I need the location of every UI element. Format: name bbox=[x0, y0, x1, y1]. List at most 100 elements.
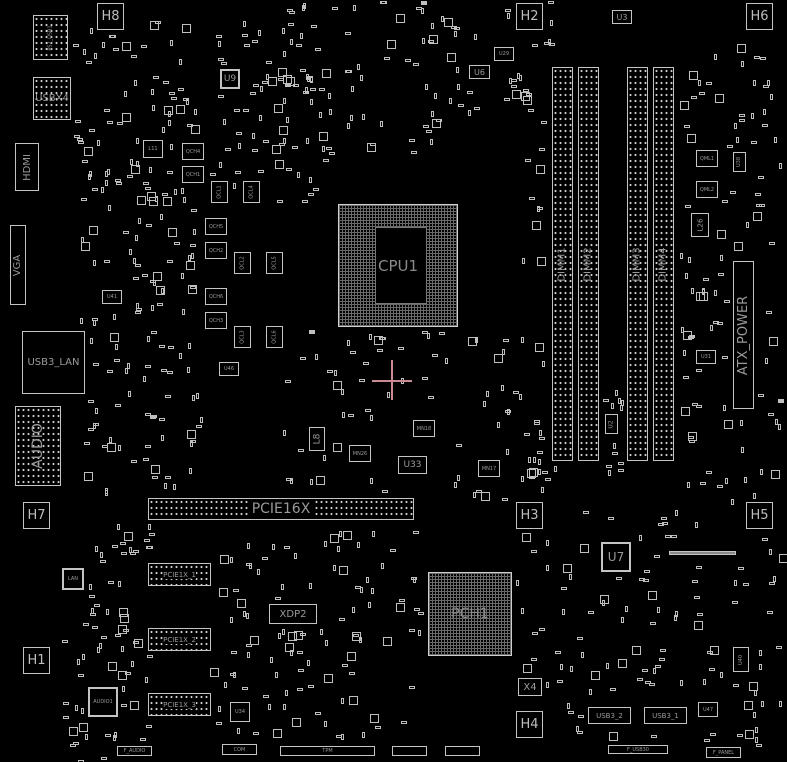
chip-u2[interactable]: U2 bbox=[605, 414, 618, 434]
smd-pad bbox=[95, 546, 98, 552]
smd-pad bbox=[681, 407, 690, 416]
chip-u31[interactable]: U31 bbox=[696, 350, 716, 364]
hole-h8[interactable]: H8 bbox=[97, 3, 124, 30]
smd-pad bbox=[136, 138, 139, 144]
cursor-crosshair-vertical bbox=[391, 360, 393, 400]
chipset-pch1[interactable]: PCH1 bbox=[428, 572, 512, 656]
chip-u38[interactable]: U38 bbox=[733, 152, 746, 172]
chip-u6[interactable]: U6 bbox=[469, 65, 490, 79]
mosfet-qcl4[interactable]: QCL4 bbox=[243, 181, 260, 203]
dimm-slot-2[interactable]: DIMM2 bbox=[578, 67, 599, 461]
mosfet-qcl6[interactable]: QCL6 bbox=[266, 326, 283, 348]
chip-u3[interactable]: U3 bbox=[612, 10, 632, 24]
chip-mn18[interactable]: MN18 bbox=[413, 420, 435, 437]
chip-u29[interactable]: U29 bbox=[494, 47, 514, 61]
header-f-audio[interactable]: F_AUDIO bbox=[117, 746, 152, 756]
hole-h3[interactable]: H3 bbox=[516, 502, 543, 529]
slot-pcie1x-1[interactable]: PCIE1X_1 bbox=[148, 563, 211, 586]
smd-pad bbox=[330, 534, 339, 543]
hole-h1[interactable]: H1 bbox=[23, 647, 50, 674]
smd-pad bbox=[310, 99, 313, 105]
chip-u40[interactable]: U40 bbox=[733, 647, 749, 672]
connector-audio[interactable]: AUDIO bbox=[15, 406, 61, 486]
mosfet-qcl1[interactable]: QCL1 bbox=[211, 181, 228, 203]
dimm-slot-1[interactable]: DIMM1 bbox=[552, 67, 573, 461]
chip-u46[interactable]: U46 bbox=[219, 362, 239, 376]
smd-pad bbox=[362, 732, 365, 738]
mosfet-qml2[interactable]: QML2 bbox=[696, 181, 718, 198]
smd-pad bbox=[151, 89, 154, 95]
header-unlabeled-2[interactable] bbox=[445, 746, 480, 756]
chip-u47[interactable]: U47 bbox=[698, 702, 718, 717]
mosfet-qch3[interactable]: QCH3 bbox=[205, 312, 227, 329]
chip-mn17[interactable]: MN17 bbox=[478, 460, 500, 477]
smd-pad bbox=[287, 9, 293, 12]
dimm-slot-3[interactable]: DIMM3 bbox=[627, 67, 648, 461]
smd-pad bbox=[92, 626, 98, 629]
smd-pad bbox=[322, 146, 325, 152]
header-tpm[interactable]: TPM bbox=[280, 746, 375, 756]
smd-pad bbox=[315, 48, 321, 51]
mosfet-qch6[interactable]: QCH6 bbox=[205, 288, 227, 305]
header-f-usb30[interactable]: F_USB30 bbox=[608, 745, 668, 754]
label: F_USB30 bbox=[626, 746, 649, 753]
mosfet-qch1[interactable]: QCH1 bbox=[182, 166, 204, 183]
hole-h7[interactable]: H7 bbox=[23, 502, 50, 529]
cpu-socket-cpu1[interactable]: CPU1 bbox=[338, 204, 458, 327]
slot-pcie16x[interactable]: PCIE16X bbox=[148, 498, 414, 520]
mosfet-qcl3[interactable]: QCL3 bbox=[234, 326, 251, 348]
chip-u33[interactable]: U33 bbox=[398, 456, 427, 474]
smd-pad bbox=[149, 167, 152, 173]
smd-pad bbox=[758, 394, 764, 397]
dimm-slot-4[interactable]: DIMM4 bbox=[653, 67, 674, 461]
chip-u7[interactable]: U7 bbox=[601, 542, 631, 572]
hole-h5[interactable]: H5 bbox=[746, 502, 773, 529]
crystal-x4[interactable]: X4 bbox=[518, 678, 542, 696]
smd-pad bbox=[145, 413, 151, 416]
hole-h6[interactable]: H6 bbox=[746, 3, 773, 30]
connector-usbx4[interactable]: USBX4 bbox=[33, 77, 71, 120]
header-com[interactable]: COM bbox=[222, 744, 257, 755]
chip-u9[interactable]: U9 bbox=[220, 69, 240, 89]
slot-pcie1x-3[interactable]: PCIE1X_3 bbox=[148, 693, 211, 716]
chip-u41[interactable]: U41 bbox=[102, 290, 122, 304]
hole-h2[interactable]: H2 bbox=[516, 3, 543, 30]
mosfet-qcl2[interactable]: QCL2 bbox=[234, 252, 251, 274]
smd-pad bbox=[297, 651, 303, 654]
smd-pad bbox=[696, 369, 702, 372]
header-usb3-1[interactable]: USB3_1 bbox=[644, 707, 687, 724]
header-unlabeled-1[interactable] bbox=[392, 746, 427, 756]
inductor-l26[interactable]: L26 bbox=[691, 213, 709, 237]
smd-pad bbox=[174, 189, 177, 195]
mosfet-qcl5[interactable]: QCL5 bbox=[266, 252, 283, 274]
smd-pad bbox=[193, 229, 196, 235]
smd-pad bbox=[699, 92, 705, 95]
chip-lan[interactable]: LAN bbox=[62, 568, 84, 590]
connector-hdmi[interactable]: HDMI bbox=[15, 143, 39, 191]
chip-u34[interactable]: U34 bbox=[230, 702, 250, 722]
connector-ps2-usb1[interactable]: PS2_USB1 bbox=[33, 15, 68, 60]
mosfet-qch5[interactable]: QCH5 bbox=[205, 218, 227, 235]
hole-h4[interactable]: H4 bbox=[516, 711, 543, 738]
chip-mn26[interactable]: MN26 bbox=[349, 445, 371, 462]
smd-pad bbox=[689, 71, 698, 80]
inductor-l8[interactable]: L8 bbox=[309, 427, 325, 451]
mosfet-qch2[interactable]: QCH2 bbox=[205, 242, 227, 259]
smd-pad bbox=[109, 35, 115, 38]
header-usb3-2[interactable]: USB3_2 bbox=[588, 707, 631, 724]
mosfet-qml1[interactable]: QML1 bbox=[696, 150, 718, 167]
smd-pad bbox=[146, 546, 152, 549]
header-xdp2[interactable]: XDP2 bbox=[269, 604, 317, 624]
connector-vga[interactable]: VGA bbox=[10, 225, 26, 305]
smd-pad bbox=[119, 608, 128, 617]
header-f-panel[interactable]: F_PANEL bbox=[706, 747, 741, 758]
connector-usb3-lan[interactable]: USB3_LAN bbox=[22, 331, 85, 394]
inductor-l11[interactable]: L11 bbox=[143, 140, 163, 158]
smd-pad bbox=[118, 671, 127, 680]
mosfet-qch4[interactable]: QCH4 bbox=[182, 143, 204, 160]
chip-audio1[interactable]: AUDIO1 bbox=[88, 687, 118, 717]
smd-pad bbox=[581, 652, 584, 658]
slot-pcie1x-2[interactable]: PCIE1X_2 bbox=[148, 628, 211, 651]
connector-atx-power[interactable]: ATX_POWER bbox=[733, 261, 754, 409]
